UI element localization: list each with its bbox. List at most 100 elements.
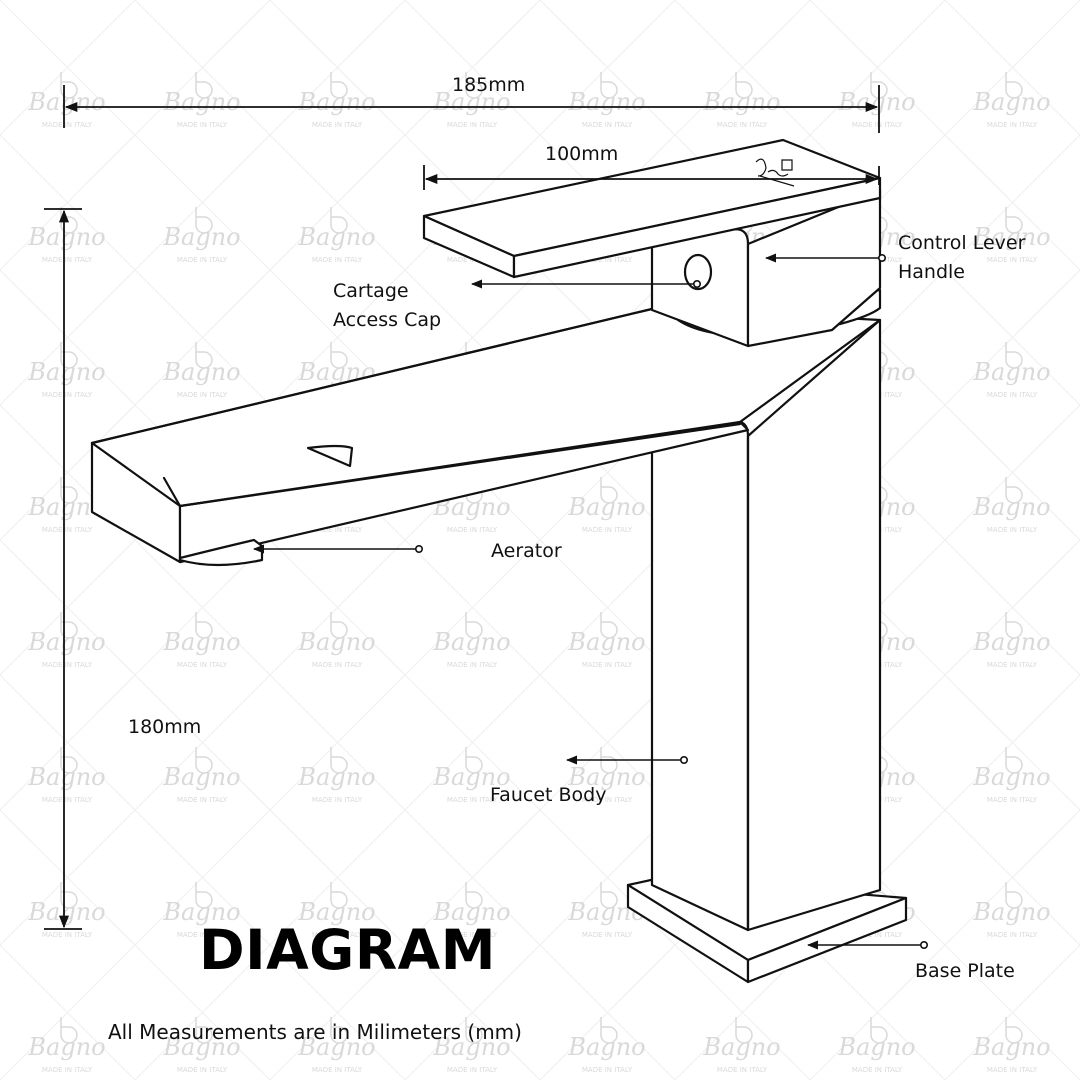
svg-text:Bagno: Bagno [567, 493, 645, 521]
cartridge-housing [650, 188, 882, 348]
svg-text:MADE IN ITALY: MADE IN ITALY [447, 121, 498, 129]
svg-text:MADE IN ITALY: MADE IN ITALY [312, 931, 363, 939]
svg-text:MADE IN ITALY: MADE IN ITALY [177, 391, 228, 399]
callout-cartridge-cap: Cartage Access Cap [333, 277, 441, 335]
svg-text:MADE IN ITALY: MADE IN ITALY [987, 391, 1038, 399]
callout-aerator: Aerator [491, 540, 562, 562]
svg-text:Bagno: Bagno [27, 1033, 105, 1061]
svg-text:Bagno: Bagno [297, 763, 375, 791]
svg-text:MADE IN ITALY: MADE IN ITALY [987, 931, 1038, 939]
svg-text:Bagno: Bagno [972, 88, 1050, 116]
svg-text:Bagno: Bagno [162, 898, 240, 926]
svg-text:Bagno: Bagno [162, 358, 240, 386]
callout-control-lever: Control Lever Handle [898, 229, 1025, 287]
dimension-180-line [44, 208, 82, 930]
svg-text:MADE IN ITALY: MADE IN ITALY [177, 121, 228, 129]
callout-control-lever-line1: Control Lever [898, 232, 1026, 254]
svg-text:MADE IN ITALY: MADE IN ITALY [447, 796, 498, 804]
svg-text:Bagno: Bagno [972, 358, 1050, 386]
svg-text:Bagno: Bagno [432, 898, 510, 926]
svg-text:MADE IN ITALY: MADE IN ITALY [42, 121, 93, 129]
svg-text:MADE IN ITALY: MADE IN ITALY [852, 1066, 903, 1074]
svg-text:Bagno: Bagno [297, 1033, 375, 1061]
dimension-185-label: 185mm [452, 74, 526, 96]
svg-text:MADE IN ITALY: MADE IN ITALY [312, 526, 363, 534]
callout-cartridge-cap-line2: Access Cap [333, 309, 442, 331]
dimension-100-label: 100mm [545, 143, 619, 165]
svg-text:Bagno: Bagno [297, 223, 375, 251]
svg-text:MADE IN ITALY: MADE IN ITALY [582, 526, 633, 534]
svg-text:MADE IN ITALY: MADE IN ITALY [987, 526, 1038, 534]
svg-text:MADE IN ITALY: MADE IN ITALY [177, 931, 228, 939]
svg-text:MADE IN ITALY: MADE IN ITALY [582, 121, 633, 129]
svg-text:Bagno: Bagno [567, 763, 645, 791]
svg-text:MADE IN ITALY: MADE IN ITALY [447, 931, 498, 939]
svg-text:Bagno: Bagno [972, 628, 1050, 656]
svg-text:Bagno: Bagno [432, 1033, 510, 1061]
callout-control-lever-line2: Handle [898, 261, 966, 283]
leader-control-lever [764, 253, 886, 263]
leader-faucet-body [565, 755, 688, 765]
svg-text:Bagno: Bagno [972, 493, 1050, 521]
svg-text:MADE IN ITALY: MADE IN ITALY [447, 526, 498, 534]
svg-text:MADE IN ITALY: MADE IN ITALY [312, 1066, 363, 1074]
callout-cartridge-cap-line1: Cartage [333, 280, 409, 302]
svg-text:MADE IN ITALY: MADE IN ITALY [447, 661, 498, 669]
cartridge-access-cap [683, 253, 713, 291]
svg-text:Bagno: Bagno [432, 763, 510, 791]
svg-text:MADE IN ITALY: MADE IN ITALY [177, 661, 228, 669]
svg-text:MADE IN ITALY: MADE IN ITALY [582, 1066, 633, 1074]
svg-text:MADE IN ITALY: MADE IN ITALY [987, 121, 1038, 129]
dimension-185-line [63, 85, 880, 133]
svg-text:MADE IN ITALY: MADE IN ITALY [177, 256, 228, 264]
svg-text:MADE IN ITALY: MADE IN ITALY [312, 256, 363, 264]
svg-text:MADE IN ITALY: MADE IN ITALY [447, 1066, 498, 1074]
svg-text:MADE IN ITALY: MADE IN ITALY [312, 796, 363, 804]
svg-text:MADE IN ITALY: MADE IN ITALY [852, 931, 903, 939]
svg-text:MADE IN ITALY: MADE IN ITALY [582, 661, 633, 669]
svg-text:Bagno: Bagno [162, 763, 240, 791]
svg-text:MADE IN ITALY: MADE IN ITALY [987, 256, 1038, 264]
faucet-body [650, 318, 882, 932]
svg-text:MADE IN ITALY: MADE IN ITALY [987, 796, 1038, 804]
svg-text:MADE IN ITALY: MADE IN ITALY [177, 1066, 228, 1074]
svg-text:MADE IN ITALY: MADE IN ITALY [987, 1066, 1038, 1074]
svg-text:Bagno: Bagno [702, 1033, 780, 1061]
svg-text:MADE IN ITALY: MADE IN ITALY [717, 1066, 768, 1074]
leader-cartridge-cap [470, 279, 701, 289]
svg-text:MADE IN ITALY: MADE IN ITALY [717, 121, 768, 129]
svg-text:MADE IN ITALY: MADE IN ITALY [582, 796, 633, 804]
svg-text:MADE IN ITALY: MADE IN ITALY [312, 121, 363, 129]
svg-text:Bagno: Bagno [567, 628, 645, 656]
svg-text:MADE IN ITALY: MADE IN ITALY [177, 796, 228, 804]
svg-text:Bagno: Bagno [567, 1033, 645, 1061]
callout-base-plate: Base Plate [915, 960, 1015, 982]
svg-text:Bagno: Bagno [162, 1033, 240, 1061]
svg-text:MADE IN ITALY: MADE IN ITALY [312, 661, 363, 669]
